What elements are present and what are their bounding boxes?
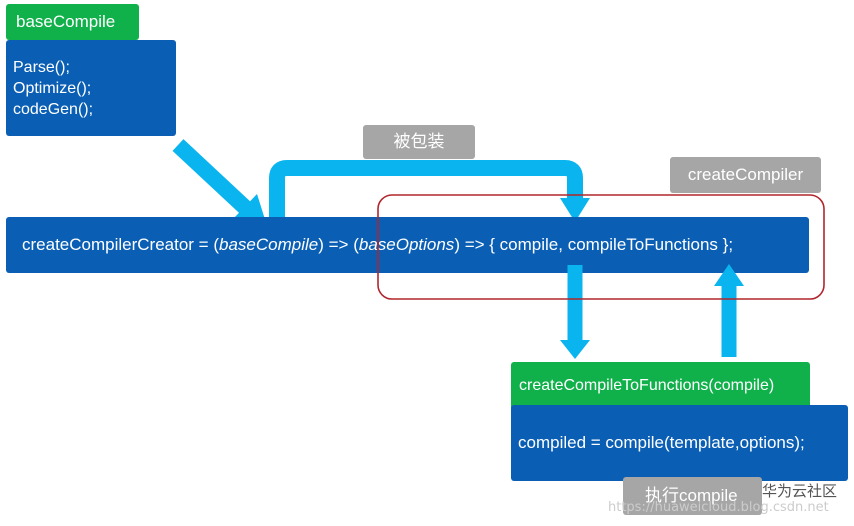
main-expression-bar: createCompilerCreator = (baseCompile) =>… <box>6 217 809 273</box>
down-arrow <box>560 265 590 359</box>
compile-to-functions-title: createCompileToFunctions(compile) <box>511 362 810 410</box>
wrap-arrow <box>269 160 590 222</box>
expr-suffix: ) => { compile, compileToFunctions }; <box>454 235 734 254</box>
watermark-brand: 华为云社区 <box>762 482 838 500</box>
base-compile-line: Optimize(); <box>13 80 92 97</box>
create-compiler-label: createCompiler <box>670 157 821 193</box>
execute-compile-label: 执行compile <box>623 477 762 515</box>
base-compile-line: codeGen(); <box>13 101 94 118</box>
wrapped-label: 被包装 <box>363 125 475 159</box>
watermark-url: https://huaweicloud.blog.csdn.net <box>608 500 829 515</box>
base-compile-title: baseCompile <box>6 4 139 40</box>
expr-param-base-compile: baseCompile <box>219 235 319 254</box>
expr-prefix: createCompilerCreator = ( <box>22 235 219 254</box>
up-arrow <box>714 264 744 357</box>
expr-param-base-options: baseOptions <box>358 235 455 254</box>
expr-middle: ) => ( <box>318 235 359 254</box>
base-compile-body: Parse(); Optimize(); codeGen(); <box>6 40 176 136</box>
compile-to-functions-body: compiled = compile(template,options); <box>511 405 848 481</box>
base-compile-line: Parse(); <box>13 59 70 76</box>
